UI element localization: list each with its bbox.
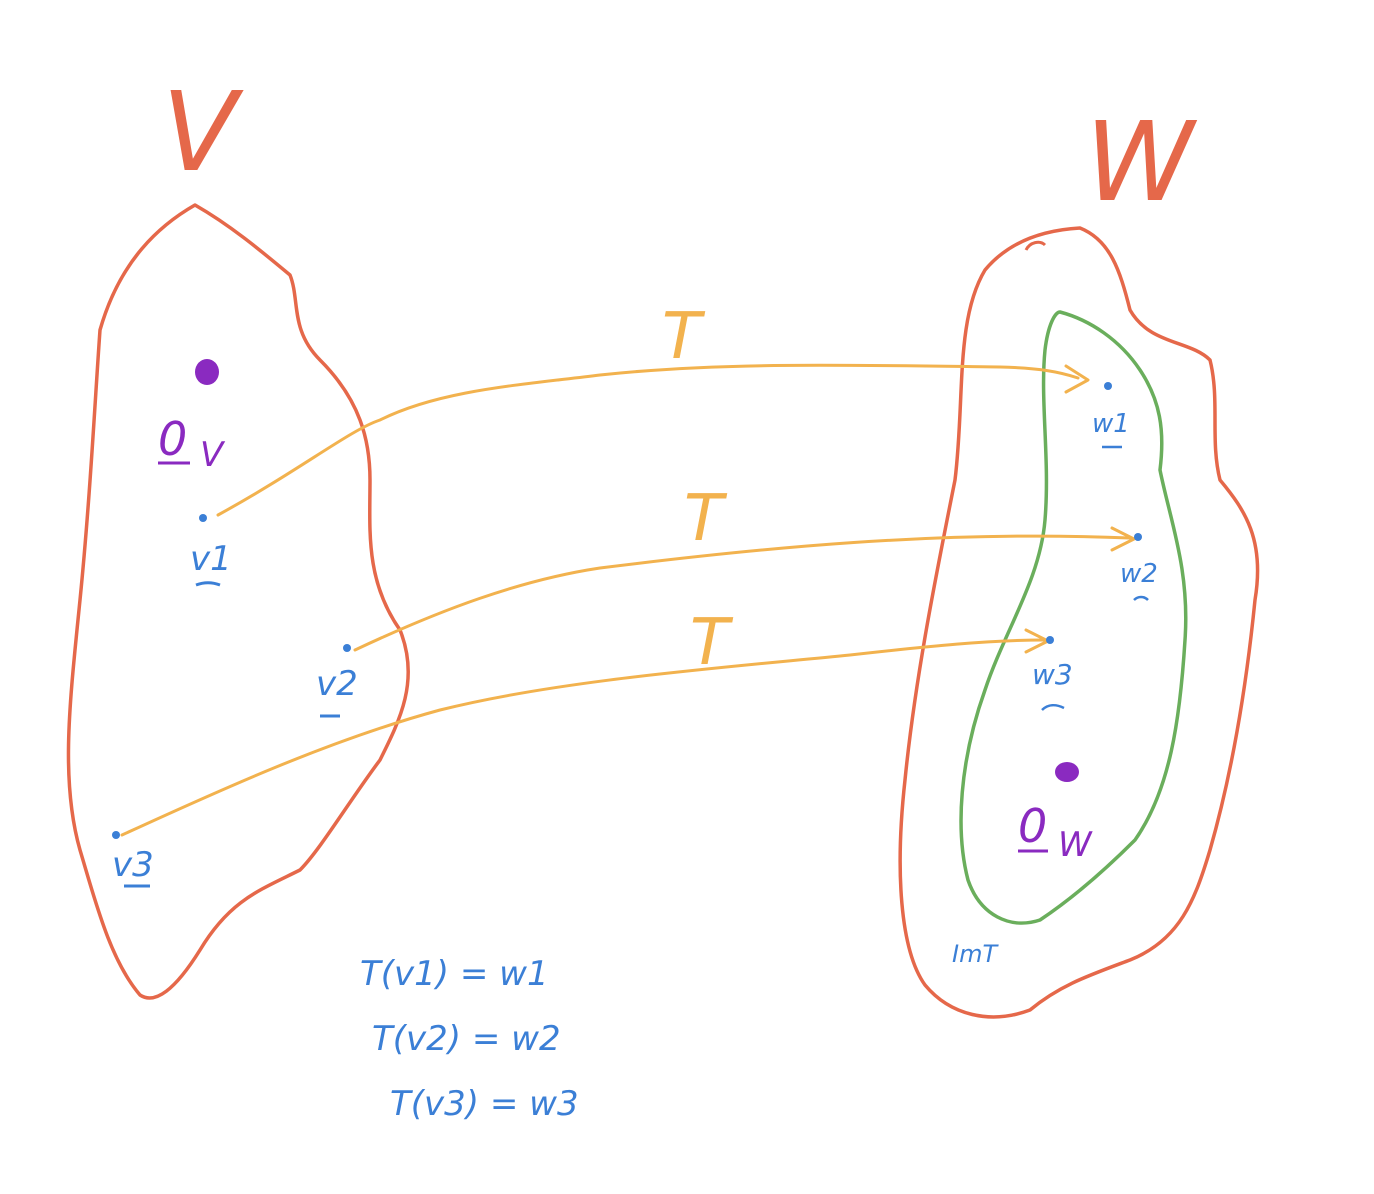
zero-vector-codomain-label: 0 (1018, 799, 1047, 853)
domain-set-outline (66, 203, 410, 1000)
zero-vector-codomain-subscript: W (1058, 825, 1093, 865)
equation-3: T(v3) = w3 (390, 1084, 579, 1124)
arrow-v2-to-w2 (353, 526, 1136, 652)
zero-vector-domain-label: 0 (158, 412, 187, 466)
map-label-bottom: T (690, 606, 734, 680)
point-w1 (1104, 382, 1112, 390)
map-label-middle: T (684, 482, 728, 556)
point-v3 (112, 831, 120, 839)
map-label-top: T (662, 300, 706, 374)
arrow-v1-to-w1 (216, 363, 1090, 517)
domain-label: V (162, 68, 244, 196)
codomain-set-outline (898, 226, 1260, 1019)
image-label: ImT (952, 940, 999, 968)
equation-1: T(v1) = w1 (360, 954, 549, 994)
zero-vector-codomain-dot (1055, 762, 1079, 782)
codomain-label: W (1085, 98, 1198, 226)
label-v1: v1 (190, 539, 232, 579)
equation-2: T(v2) = w2 (372, 1019, 561, 1059)
codomain-outline-flick (1024, 240, 1047, 251)
label-v2: v2 (316, 664, 358, 704)
label-w3: w3 (1032, 658, 1073, 691)
label-w1: w1 (1092, 409, 1130, 439)
image-set-outline (959, 310, 1188, 925)
point-v1 (199, 514, 207, 522)
point-w3 (1046, 636, 1054, 644)
underline-v1 (195, 581, 221, 587)
zero-vector-domain-dot (195, 359, 219, 385)
label-w2: w2 (1120, 559, 1158, 589)
point-v2 (343, 644, 351, 652)
zero-vector-domain-subscript: V (200, 435, 226, 475)
point-w2 (1134, 533, 1142, 541)
label-v3: v3 (112, 845, 154, 885)
underline-w3 (1041, 704, 1065, 711)
underline-w2 (1133, 595, 1149, 601)
